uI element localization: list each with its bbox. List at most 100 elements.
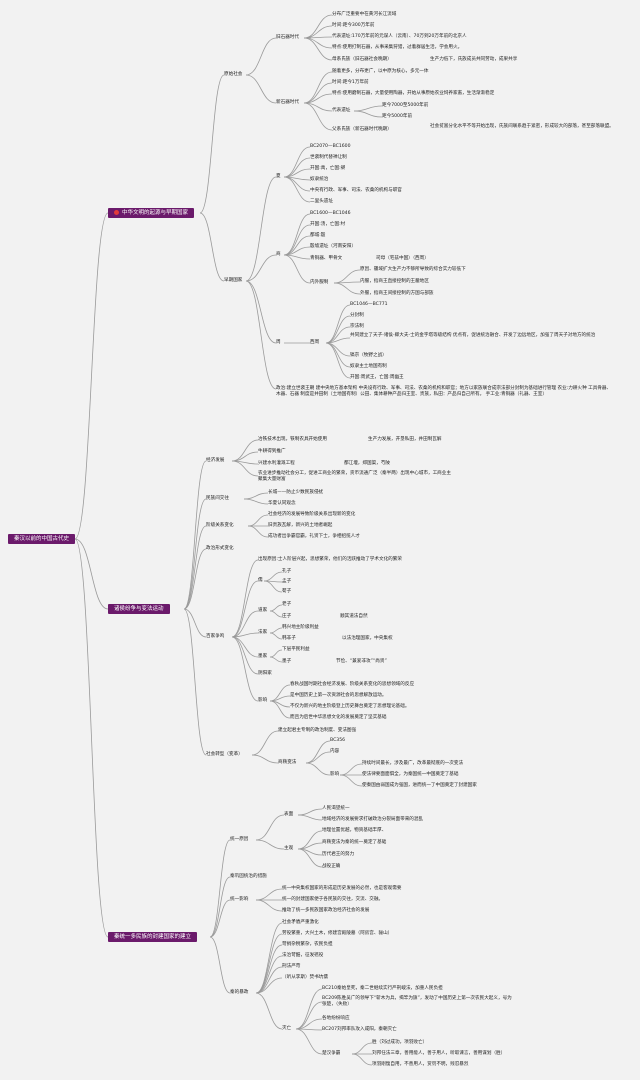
node-xinshiqi[interactable]: 新石器时代	[276, 100, 299, 105]
connector-line	[255, 966, 283, 994]
connector-line	[231, 451, 259, 462]
node-muxi[interactable]: 母系氏族（旧石器社会晚期）	[332, 57, 392, 62]
connector-line	[231, 559, 259, 638]
node-biaomian[interactable]: 表面	[284, 812, 294, 817]
node-baijia[interactable]: 百家争鸣	[206, 634, 225, 639]
node-neiwai[interactable]: 内外服制	[310, 280, 329, 285]
node-dao[interactable]: 道家	[258, 608, 268, 613]
connector-line	[303, 14, 333, 39]
connector-line	[255, 899, 283, 912]
node-daibiao[interactable]: 代表遗址	[332, 108, 351, 113]
connector-line	[305, 740, 331, 764]
leaf-xizhou-6: 开国:周武王，亡国:周幽王	[350, 375, 404, 380]
connector-line	[295, 1001, 323, 1030]
node-zaoqi[interactable]: 早期国家	[224, 278, 243, 283]
connector-line	[303, 71, 333, 104]
connector-line	[255, 933, 283, 994]
leaf-neiwai-2: 外服，指商王间接控制的方国与部族	[360, 291, 434, 296]
connector-line	[243, 498, 269, 505]
node-jiushiqi[interactable]: 旧石器时代	[276, 35, 299, 40]
connector-line	[283, 254, 311, 284]
root-node[interactable]: 秦汉以前的中国古代史	[8, 534, 76, 544]
node-shangyang[interactable]: 商鞅变法	[278, 760, 297, 765]
node-mo[interactable]: 墨家	[258, 654, 268, 659]
node-zhou[interactable]: 周	[276, 340, 281, 345]
node-yuanyin[interactable]: 统一原因	[230, 837, 249, 842]
connector-line	[199, 212, 225, 282]
node-shehui[interactable]: 社会转型（变革）	[206, 752, 243, 757]
branch-qin[interactable]: 秦统一多民族的封建国家的建立	[108, 932, 198, 942]
leaf-jieji-0: 社会经济的发展导致阶级关系出现新的变化	[268, 512, 356, 517]
node-jingji[interactable]: 经济发展	[206, 458, 225, 463]
node-minzu[interactable]: 民族间交往	[206, 496, 229, 501]
node-baozheng[interactable]: 秦的暴政	[230, 990, 249, 995]
node-jieji[interactable]: 阶级关系变化	[206, 523, 234, 528]
connector-line	[231, 632, 259, 638]
connector-line	[269, 627, 283, 634]
node-yuanshi[interactable]: 原始社会	[224, 72, 243, 77]
node-tongyi-yingxiang[interactable]: 统一影响	[230, 897, 249, 902]
connector-line	[297, 814, 323, 821]
leaf-xin-0: 随着更多，分布更广，以中原为核心，多元一体	[332, 69, 429, 74]
connector-line	[245, 74, 277, 104]
connector-line	[283, 213, 311, 256]
connector-line	[231, 610, 259, 638]
leaf-ru-2: 荀子	[282, 589, 292, 594]
node-xia[interactable]: 夏	[276, 174, 281, 179]
node-gonggu[interactable]: 秦巩固统治的措施	[230, 874, 267, 879]
node-sy-yingxiang[interactable]: 影响	[330, 772, 340, 777]
leaf-xizhou-1: 分封制	[350, 313, 364, 318]
leaf-xizhou-3: 共同建立了天子-诸侯-卿大夫-士的金字塔等级结构 优点有，促进统治融合、开发了边…	[350, 333, 596, 338]
branch-fenzheng[interactable]: 诸侯纷争与变法运动	[108, 604, 170, 614]
leaf-bm-1: 地域经济的发展要求打破政治分裂局面带来的混乱	[322, 817, 424, 822]
leaf-fa-sub: 以法治理国家，中央集权	[342, 636, 393, 641]
connector-line	[231, 439, 259, 462]
node-fa[interactable]: 法家	[258, 630, 268, 635]
connector-line	[351, 1042, 373, 1055]
leaf-sy-0: BC356	[330, 738, 346, 743]
leaf-bz-4: 刑法严苛	[282, 964, 301, 969]
leaf-mw-3: BC207刘邦率队攻入咸阳，秦朝灭亡	[322, 1027, 397, 1032]
node-chuhan[interactable]: 楚汉争霸	[322, 1051, 341, 1056]
node-miewang[interactable]: 灭亡	[282, 1026, 292, 1031]
leaf-fa-0: 韩兴地主阶级利益	[282, 625, 319, 630]
leaf-shang-3: 殷墟遗址（河南安阳）	[310, 244, 356, 249]
leaf-sy-1: 内容	[330, 749, 340, 754]
connector-line	[251, 754, 279, 764]
leaf-xizhou-4: 镐京（牧野之战）	[350, 353, 387, 358]
leaf-jingji-2: 兴建水利灌溉工程	[258, 461, 295, 466]
node-shang[interactable]: 商	[276, 252, 281, 257]
node-zhuguan[interactable]: 主观	[284, 846, 294, 851]
leaf-xia-0: BC2070—BC1600	[310, 144, 351, 149]
connector-line	[183, 525, 207, 610]
leaf-minzu-1: 华夏认同观念	[268, 501, 296, 506]
leaf-bm-0: 人民渴望统一	[322, 806, 350, 811]
leaf-sy-yx-0: 持续时间最长，涉及最广，改革最彻底的一次变法	[362, 761, 464, 766]
node-xizhou[interactable]: 西周	[310, 340, 320, 345]
leaf-xia-4: 中央有行政、军事、司法、农桑的机构与职官	[310, 188, 402, 193]
node-fuxi[interactable]: 父系氏族（新石器时代晚期）	[332, 127, 392, 132]
leaf-ru-1: 孟子	[282, 579, 292, 584]
leaf-sy-yx-1: 使法律要面面俱全，为秦国统一中国奠定了基础	[362, 772, 459, 777]
leaf-ru-0: 孔子	[282, 569, 292, 574]
leaf-zg-1: 商鞅变法为秦的统一奠定了基础	[322, 840, 387, 845]
connector-line	[251, 730, 279, 756]
leaf-ch-0: 胜（刘过成功，项羽败亡）	[372, 1040, 428, 1045]
leaf-ch-1: 刘邦任法三章，善用能人，善于用人，听取谏言，善用谋划（胜）	[372, 1051, 506, 1056]
leaf-ty-0: 统一中央集权国家的形成是历史发展的必然，也是客观需要	[282, 886, 402, 891]
leaf-jingji-0: 冶铁技术出现，铁制农具开始使用	[258, 437, 327, 442]
node-ru[interactable]: 儒	[258, 578, 263, 583]
node-qingtong[interactable]: 青铜器、甲骨文	[310, 256, 343, 261]
node-zhengzhi-bianhua[interactable]: 政治形式变化	[206, 546, 234, 551]
leaf-dao-0: 老子	[282, 602, 292, 607]
connector-line	[245, 280, 277, 390]
node-yinyang[interactable]: 阴阳家	[258, 671, 272, 676]
connector-line	[269, 649, 283, 658]
connector-line	[247, 525, 269, 538]
connector-line	[255, 814, 285, 841]
branch-origins[interactable]: 中华文明的起源与早期国家	[108, 208, 195, 218]
node-baijia-yingxiang[interactable]: 影响	[258, 698, 268, 703]
connector-line	[245, 280, 277, 344]
leaf-xizhou-5: 奴隶主土地国有制	[350, 364, 387, 369]
connector-line	[199, 74, 225, 214]
